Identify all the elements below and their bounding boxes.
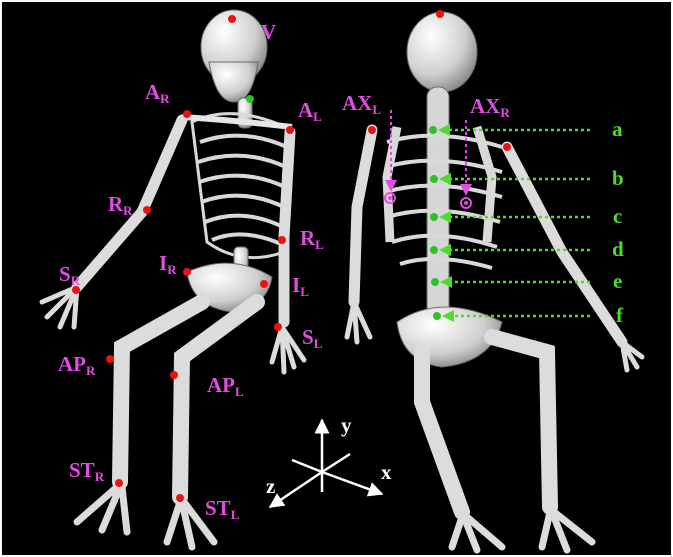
marker-f — [433, 312, 441, 320]
label-apl: APL — [207, 375, 244, 398]
label-ir: IR — [159, 253, 177, 276]
marker-v — [228, 15, 236, 23]
marker-c — [430, 213, 438, 221]
marker-al — [286, 126, 294, 134]
label-stl: STL — [205, 498, 239, 521]
marker-stl — [176, 494, 184, 502]
marker-e — [431, 278, 439, 286]
marker-d — [430, 246, 438, 254]
axis-z-neg — [322, 454, 350, 472]
label-axr: AXR — [470, 96, 510, 119]
marker-rr — [143, 206, 151, 214]
label-c: c — [613, 206, 622, 227]
axis-label-y: y — [341, 415, 352, 436]
marker-il — [260, 280, 268, 288]
marker-head-back — [436, 10, 444, 18]
axis-label-x: x — [381, 462, 392, 483]
axis-triad — [270, 420, 382, 507]
axis-x-neg — [292, 460, 322, 472]
marker-a — [429, 126, 437, 134]
marker-shoulder-right-back — [503, 143, 511, 151]
label-d: d — [612, 239, 624, 260]
label-axl: AXL — [342, 93, 381, 116]
axis-label-z: z — [266, 476, 275, 497]
label-apr: APR — [58, 354, 95, 377]
label-b: b — [612, 168, 624, 189]
label-sl: SL — [302, 327, 322, 350]
axis-x-arrow — [322, 472, 382, 494]
label-e: e — [613, 271, 622, 292]
marker-str — [115, 479, 123, 487]
marker-neck — [246, 95, 254, 103]
marker-sl — [274, 323, 282, 331]
label-rl: RL — [300, 228, 324, 251]
axis-z-arrow — [270, 472, 322, 507]
label-a: a — [612, 119, 623, 140]
label-v: V — [261, 22, 276, 43]
label-sr: SR — [59, 264, 80, 287]
label-ar: AR — [145, 82, 170, 105]
marker-apr — [106, 355, 114, 363]
marker-ir — [183, 268, 191, 276]
label-il: IL — [292, 275, 309, 298]
marker-b — [430, 175, 438, 183]
marker-shoulder-left-back — [368, 126, 376, 134]
label-f: f — [616, 305, 623, 326]
marker-rl — [278, 236, 286, 244]
marker-apl — [170, 371, 178, 379]
label-al: AL — [298, 100, 322, 123]
label-rr: RR — [108, 194, 133, 217]
marker-ar — [183, 110, 191, 118]
label-str: STR — [69, 460, 104, 483]
